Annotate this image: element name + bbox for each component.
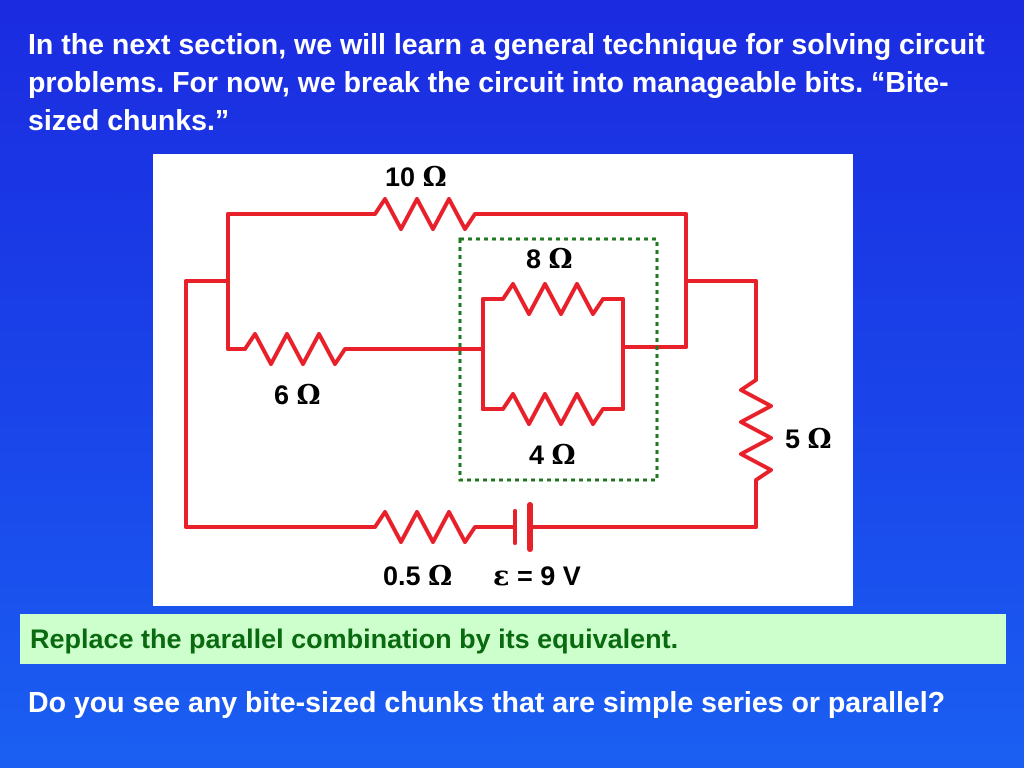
label-8-ohm: 8 Ω [526, 244, 573, 275]
label-0-5-ohm: 0.5 Ω [383, 561, 452, 592]
wire-8ohm-branch [481, 282, 625, 411]
label-6-ohm: 6 Ω [274, 380, 321, 411]
callout-box: Replace the parallel combination by its … [20, 614, 1006, 664]
callout-text: Replace the parallel combination by its … [30, 623, 679, 654]
label-emf: ε = 9 V [493, 561, 581, 592]
wire-left-loop [184, 279, 517, 544]
wire-top-branch [226, 197, 688, 349]
label-4-ohm: 4 Ω [529, 440, 576, 471]
circuit-svg: 10 Ω 8 Ω 6 Ω 4 Ω 5 Ω 0.5 Ω ε = 9 V [184, 162, 832, 592]
wire-4ohm-branch [481, 345, 625, 426]
wire-5ohm-branch [528, 279, 773, 529]
parallel-highlight-box [458, 237, 659, 482]
label-10-ohm: 10 Ω [385, 162, 447, 193]
circuit-diagram: 10 Ω 8 Ω 6 Ω 4 Ω 5 Ω 0.5 Ω ε = 9 V [153, 154, 853, 606]
wire-6ohm-branch [226, 279, 485, 366]
label-5-ohm: 5 Ω [785, 424, 832, 455]
question-text: Do you see any bite-sized chunks that ar… [28, 687, 946, 719]
intro-text: In the next section, we will learn a gen… [28, 29, 985, 137]
circuit-wires [184, 197, 773, 544]
